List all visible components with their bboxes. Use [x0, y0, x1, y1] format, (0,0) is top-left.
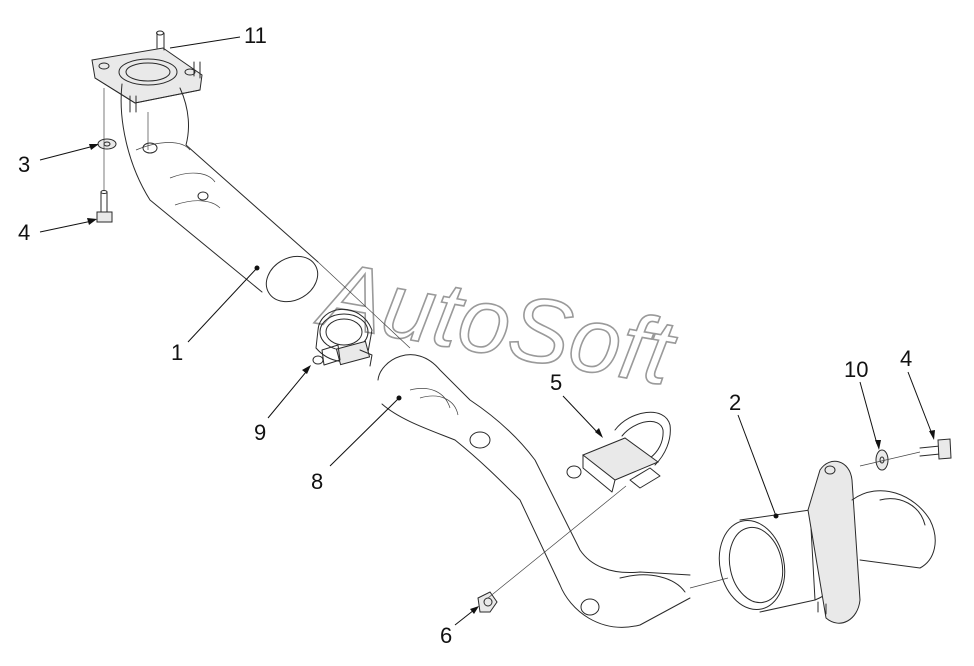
callout-label-3: 3	[18, 152, 30, 177]
callout-leaders	[39, 36, 935, 626]
callout-label-5: 5	[550, 370, 562, 395]
callout-label-1: 1	[171, 340, 183, 365]
callout-label-10: 10	[844, 357, 868, 382]
callout-label-8: 8	[311, 469, 323, 494]
callout-label-4-right: 4	[900, 346, 912, 371]
callout-label-6: 6	[440, 623, 452, 648]
callout-label-11: 11	[244, 23, 267, 48]
watermark-text: AutoSoft	[310, 242, 684, 405]
washer-part-3	[97, 138, 117, 150]
callout-label-9: 9	[254, 420, 266, 445]
bolt-part-4-left	[96, 190, 113, 223]
bolt-part-4-right	[919, 438, 952, 460]
u-bolt-clamp-part-5	[566, 411, 671, 493]
intermediate-pipe-part-8	[377, 354, 691, 628]
callout-label-4-left: 4	[18, 220, 30, 245]
nut-part-6	[477, 591, 498, 613]
pipe-clamp-part-9	[312, 308, 373, 367]
rear-section-part-2	[718, 460, 936, 624]
assembly-axis-lines	[103, 88, 921, 599]
washer-part-10	[875, 449, 889, 471]
callout-label-2: 2	[729, 390, 741, 415]
front-downpipe-part-1	[91, 30, 319, 303]
